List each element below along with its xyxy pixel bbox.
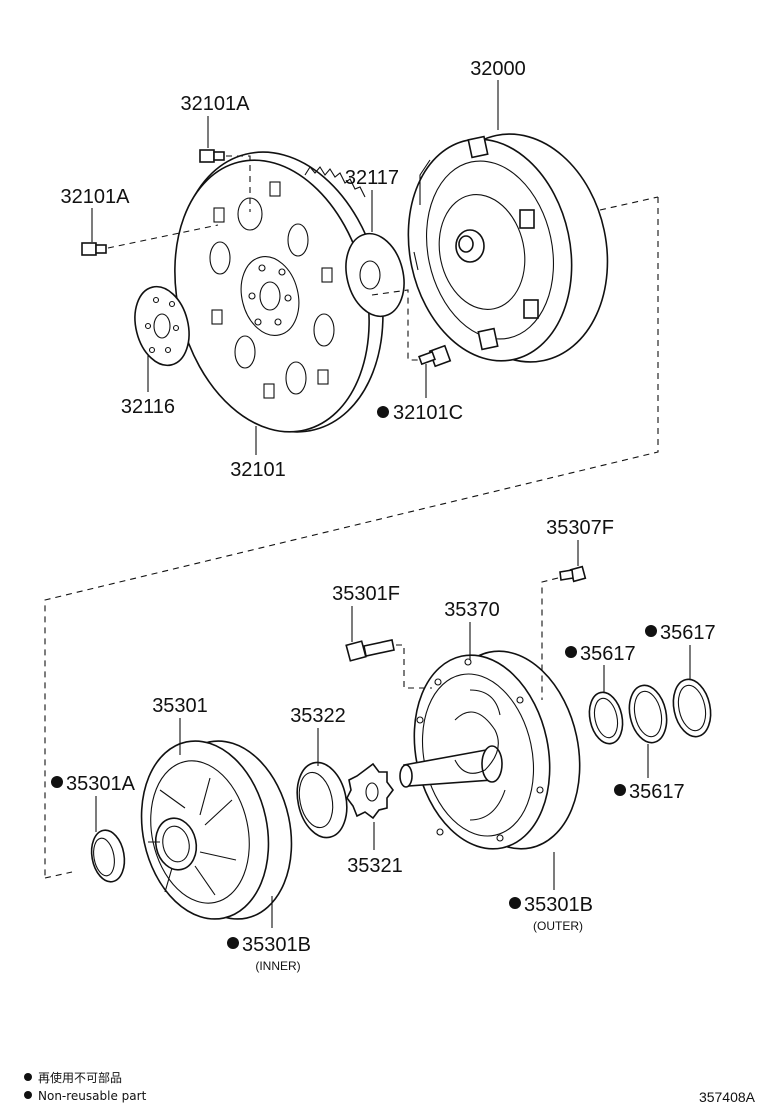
- seal-ring-35617-b: [628, 684, 668, 744]
- seal-ring-35617-a: [588, 691, 624, 745]
- nonreusable-marker-35617-c: [645, 625, 657, 637]
- assembly-boundary-dashed: [44, 197, 659, 878]
- label-32101A-left: 32101A: [61, 186, 131, 208]
- legend-line2: Non-reusable part: [38, 1089, 147, 1103]
- dashed-bolt-top: [226, 155, 251, 212]
- bolt-32101C: [418, 344, 452, 398]
- driven-gear-35322: [296, 761, 348, 839]
- nonreusable-marker-35301B-outer: [509, 897, 521, 909]
- stator-shaft-35370: [399, 650, 581, 850]
- label-32117: 32117: [345, 167, 399, 189]
- sublabel-outer: (OUTER): [533, 919, 583, 933]
- label-35301F: 35301F: [332, 583, 400, 605]
- label-35617-b: 35617: [629, 781, 685, 803]
- spacer-32117: [345, 232, 405, 318]
- reference-number: 357408A: [699, 1089, 756, 1105]
- label-35307F: 35307F: [546, 517, 614, 539]
- label-35301A: 35301A: [66, 773, 136, 795]
- seal-ring-35617-c: [672, 678, 712, 738]
- oil-seal-35301A: [90, 829, 126, 883]
- label-35617-c: 35617: [660, 622, 716, 644]
- nonreusable-marker-32101C: [377, 406, 389, 418]
- legend-marker-2: [24, 1091, 32, 1099]
- label-32000: 32000: [470, 58, 526, 80]
- sublabel-inner: (INNER): [255, 959, 300, 973]
- label-35617-a: 35617: [580, 643, 636, 665]
- dashed-bolt-left: [107, 224, 219, 249]
- dashed-bolt-32101C: [371, 289, 420, 361]
- label-35370: 35370: [444, 599, 500, 621]
- bolt-32101A-top: [199, 116, 225, 163]
- bolt-32101A-left: [81, 208, 107, 256]
- label-35301: 35301: [152, 695, 208, 717]
- legend-line1: 再使用不可部品: [38, 1070, 122, 1085]
- nonreusable-marker-35301A: [51, 776, 63, 788]
- label-32101: 32101: [230, 459, 286, 481]
- dashed-bolt-35307F: [541, 577, 559, 700]
- nonreusable-marker-35301B-inner: [227, 937, 239, 949]
- drive-gear-35321: [346, 762, 394, 820]
- nonreusable-marker-35617-b: [614, 784, 626, 796]
- drive-plate-32101: [174, 151, 384, 433]
- label-32101C: 32101C: [393, 402, 463, 424]
- boundary-dashed-bottom: [44, 871, 73, 879]
- torque-converter-32000: [407, 133, 609, 363]
- label-32101A-top: 32101A: [181, 93, 251, 115]
- bolt-35301F: [345, 606, 395, 662]
- label-32116: 32116: [121, 396, 175, 418]
- nonreusable-marker-35617-a: [565, 646, 577, 658]
- dashed-bolt-35301F: [396, 644, 432, 689]
- bolt-35307F: [559, 540, 587, 583]
- label-35301B-inner: 35301B: [242, 934, 311, 956]
- oil-pump-body-35301: [140, 740, 293, 920]
- label-35322: 35322: [290, 705, 346, 727]
- boundary-dashed-top: [599, 196, 659, 211]
- legend-marker-1: [24, 1073, 32, 1081]
- spacer-32116: [134, 285, 190, 367]
- label-35301B-outer: 35301B: [524, 894, 593, 916]
- label-35321: 35321: [347, 855, 403, 877]
